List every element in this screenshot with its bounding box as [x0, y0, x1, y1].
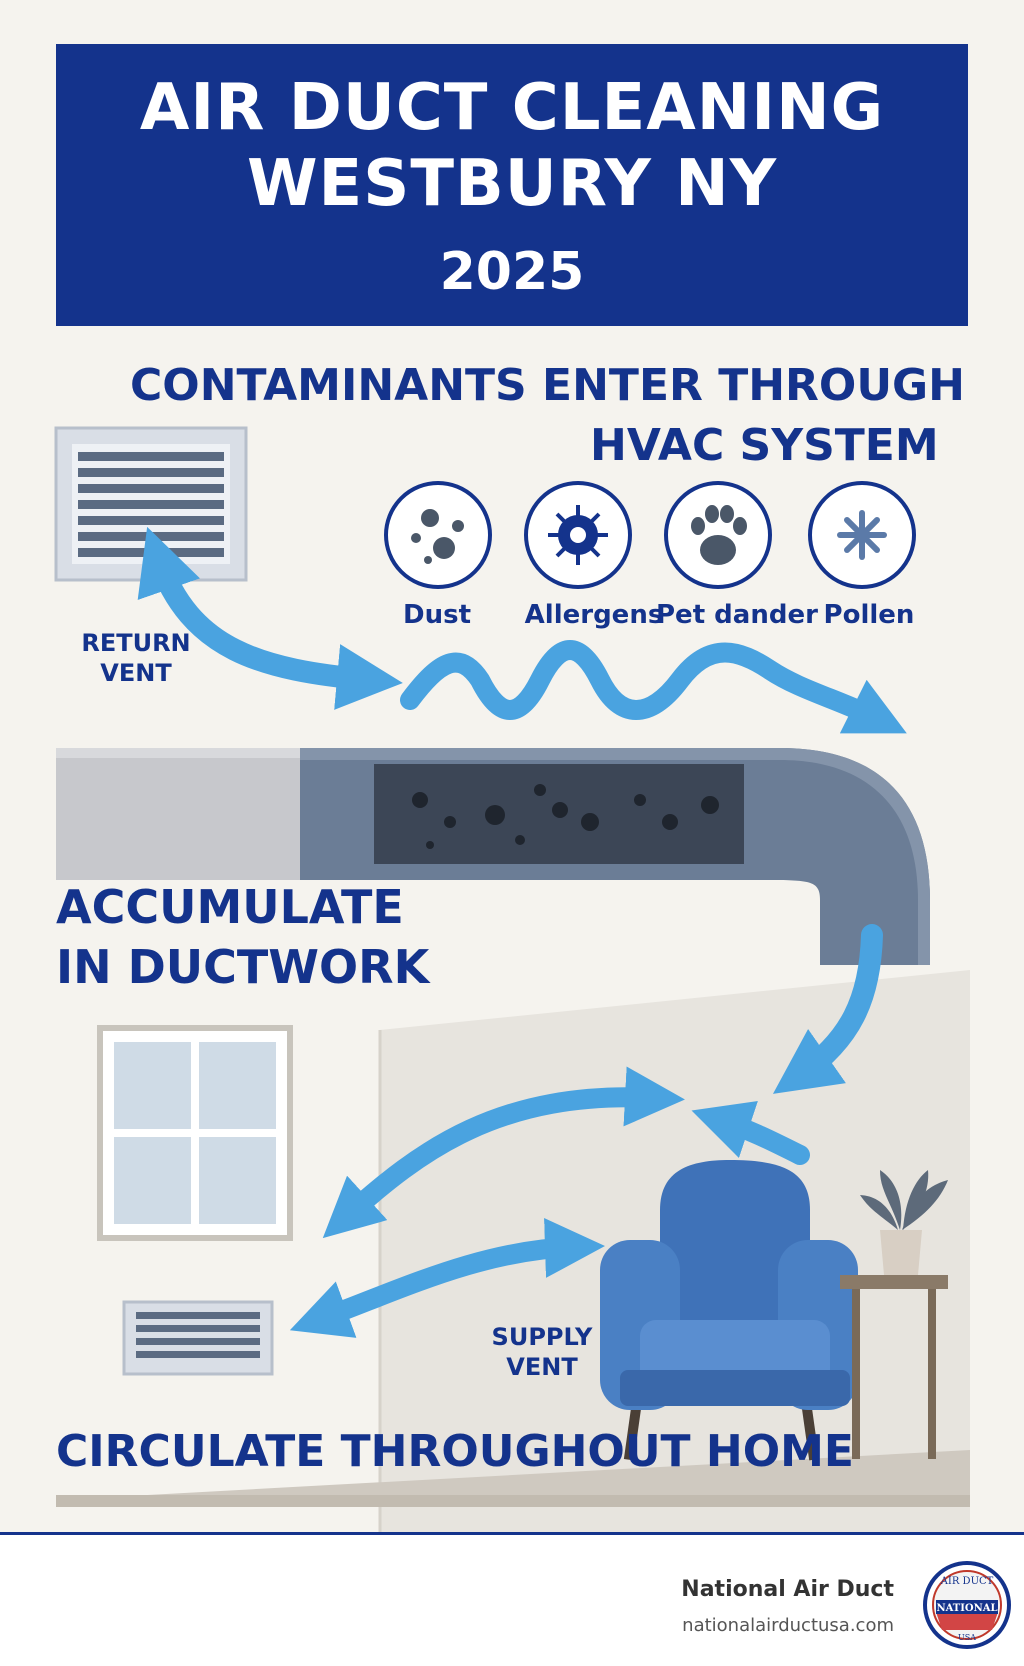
title-line-1: AIR DUCT CLEANING — [139, 71, 885, 145]
dust-icon — [384, 481, 492, 589]
ductwork — [56, 748, 930, 965]
title-banner: AIR DUCT CLEANING WESTBURY NY 2025 — [56, 44, 968, 326]
svg-text:AIR DUCT: AIR DUCT — [940, 1576, 994, 1587]
label-allergens: Allergens — [524, 600, 664, 630]
airflow-arrow-return — [137, 526, 403, 710]
title-year: 2025 — [439, 242, 585, 302]
window — [97, 1025, 293, 1241]
supply-vent-label: SUPPLY VENT — [491, 1323, 593, 1381]
airflow-arrow-room — [322, 1066, 685, 1239]
room-floor — [56, 1450, 970, 1500]
heading-accumulate: ACCUMULATE — [56, 880, 404, 934]
label-pollen: Pollen — [823, 600, 915, 630]
heading-circulate: CIRCULATE THROUGHOUT HOME — [56, 1426, 854, 1477]
heading-hvac-system: HVAC SYSTEM — [590, 420, 939, 471]
side-table — [840, 1170, 948, 1459]
brand-url[interactable]: nationalairductusa.com — [682, 1615, 894, 1636]
label-pet-dander: Pet dander — [656, 600, 818, 630]
virus-icon — [524, 481, 632, 589]
airflow-arrow-supply — [289, 1217, 605, 1338]
svg-text:USA: USA — [958, 1633, 976, 1642]
supply-vent-grille — [122, 1300, 274, 1376]
svg-text:NATIONAL: NATIONAL — [936, 1603, 997, 1614]
airflow-arrow-in — [691, 1101, 810, 1165]
footer — [0, 1535, 1024, 1666]
heading-contaminants: CONTAMINANTS ENTER THROUGH — [130, 360, 965, 411]
label-dust: Dust — [403, 600, 471, 630]
airflow-arrow-down — [772, 924, 883, 1094]
hvac-illustration — [54, 426, 970, 1535]
pollen-icon — [808, 481, 916, 589]
paw-icon — [664, 481, 772, 589]
footer-divider — [0, 1532, 1024, 1535]
armchair — [600, 1160, 858, 1461]
airflow-arrow-wave — [400, 640, 907, 734]
title-line-2: WESTBURY NY — [246, 147, 778, 221]
return-vent-label: RETURN VENT — [81, 629, 191, 687]
heading-in-ductwork: IN DUCTWORK — [56, 940, 430, 994]
brand-logo: AIR DUCT NATIONAL USA — [923, 1561, 1011, 1649]
brand-name: National Air Duct — [681, 1577, 894, 1602]
